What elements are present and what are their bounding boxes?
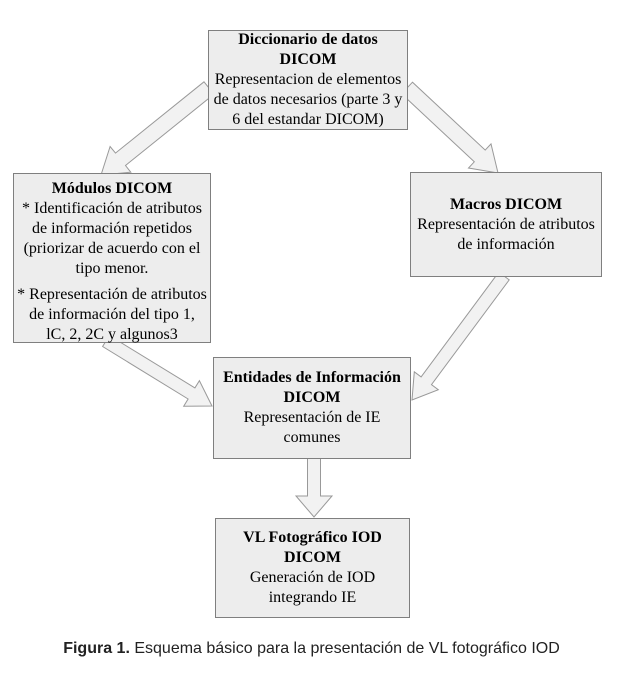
node-title: Módulos DICOM — [51, 180, 173, 197]
figure-caption-text: Esquema básico para la presentación de V… — [134, 640, 560, 657]
arrow-dictionary-to-modules — [100, 81, 215, 176]
figure-caption-label: Figura 1. — [63, 640, 130, 657]
arrow-modules-to-entities — [101, 334, 213, 407]
arrow-dictionary-to-macros — [400, 81, 499, 174]
node-title: Diccionario de datos DICOM — [238, 31, 378, 68]
node-dicom-information-entities: Entidades de Información DICOM Represent… — [213, 357, 411, 459]
node-bullet: * Identificación de atributos de informa… — [22, 200, 202, 277]
node-body: Representación de atributos de informaci… — [417, 215, 595, 253]
node-body: Generación de IOD integrando IE — [249, 569, 376, 606]
node-dicom-macros: Macros DICOM Representación de atributos… — [410, 172, 602, 277]
node-body: Representacion de elementos de datos nec… — [213, 71, 403, 128]
arrow-macros-to-entities — [411, 271, 510, 401]
node-dicom-data-dictionary: Diccionario de datos DICOM Representacio… — [208, 30, 408, 130]
arrow-entities-to-vl — [294, 457, 334, 518]
node-body: Representación de IE comunes — [243, 409, 381, 446]
node-bullet: * Representación de atributos de informa… — [17, 286, 207, 343]
node-vl-photographic-iod: VL Fotográfico IOD DICOM Generación de I… — [215, 518, 410, 618]
node-title: Entidades de Información DICOM — [223, 369, 401, 406]
figure-caption: Figura 1. Esquema básico para la present… — [0, 639, 623, 659]
node-title: Macros DICOM — [449, 195, 563, 213]
node-title: VL Fotográfico IOD DICOM — [243, 529, 382, 566]
node-dicom-modules: Módulos DICOM * Identificación de atribu… — [13, 173, 211, 343]
